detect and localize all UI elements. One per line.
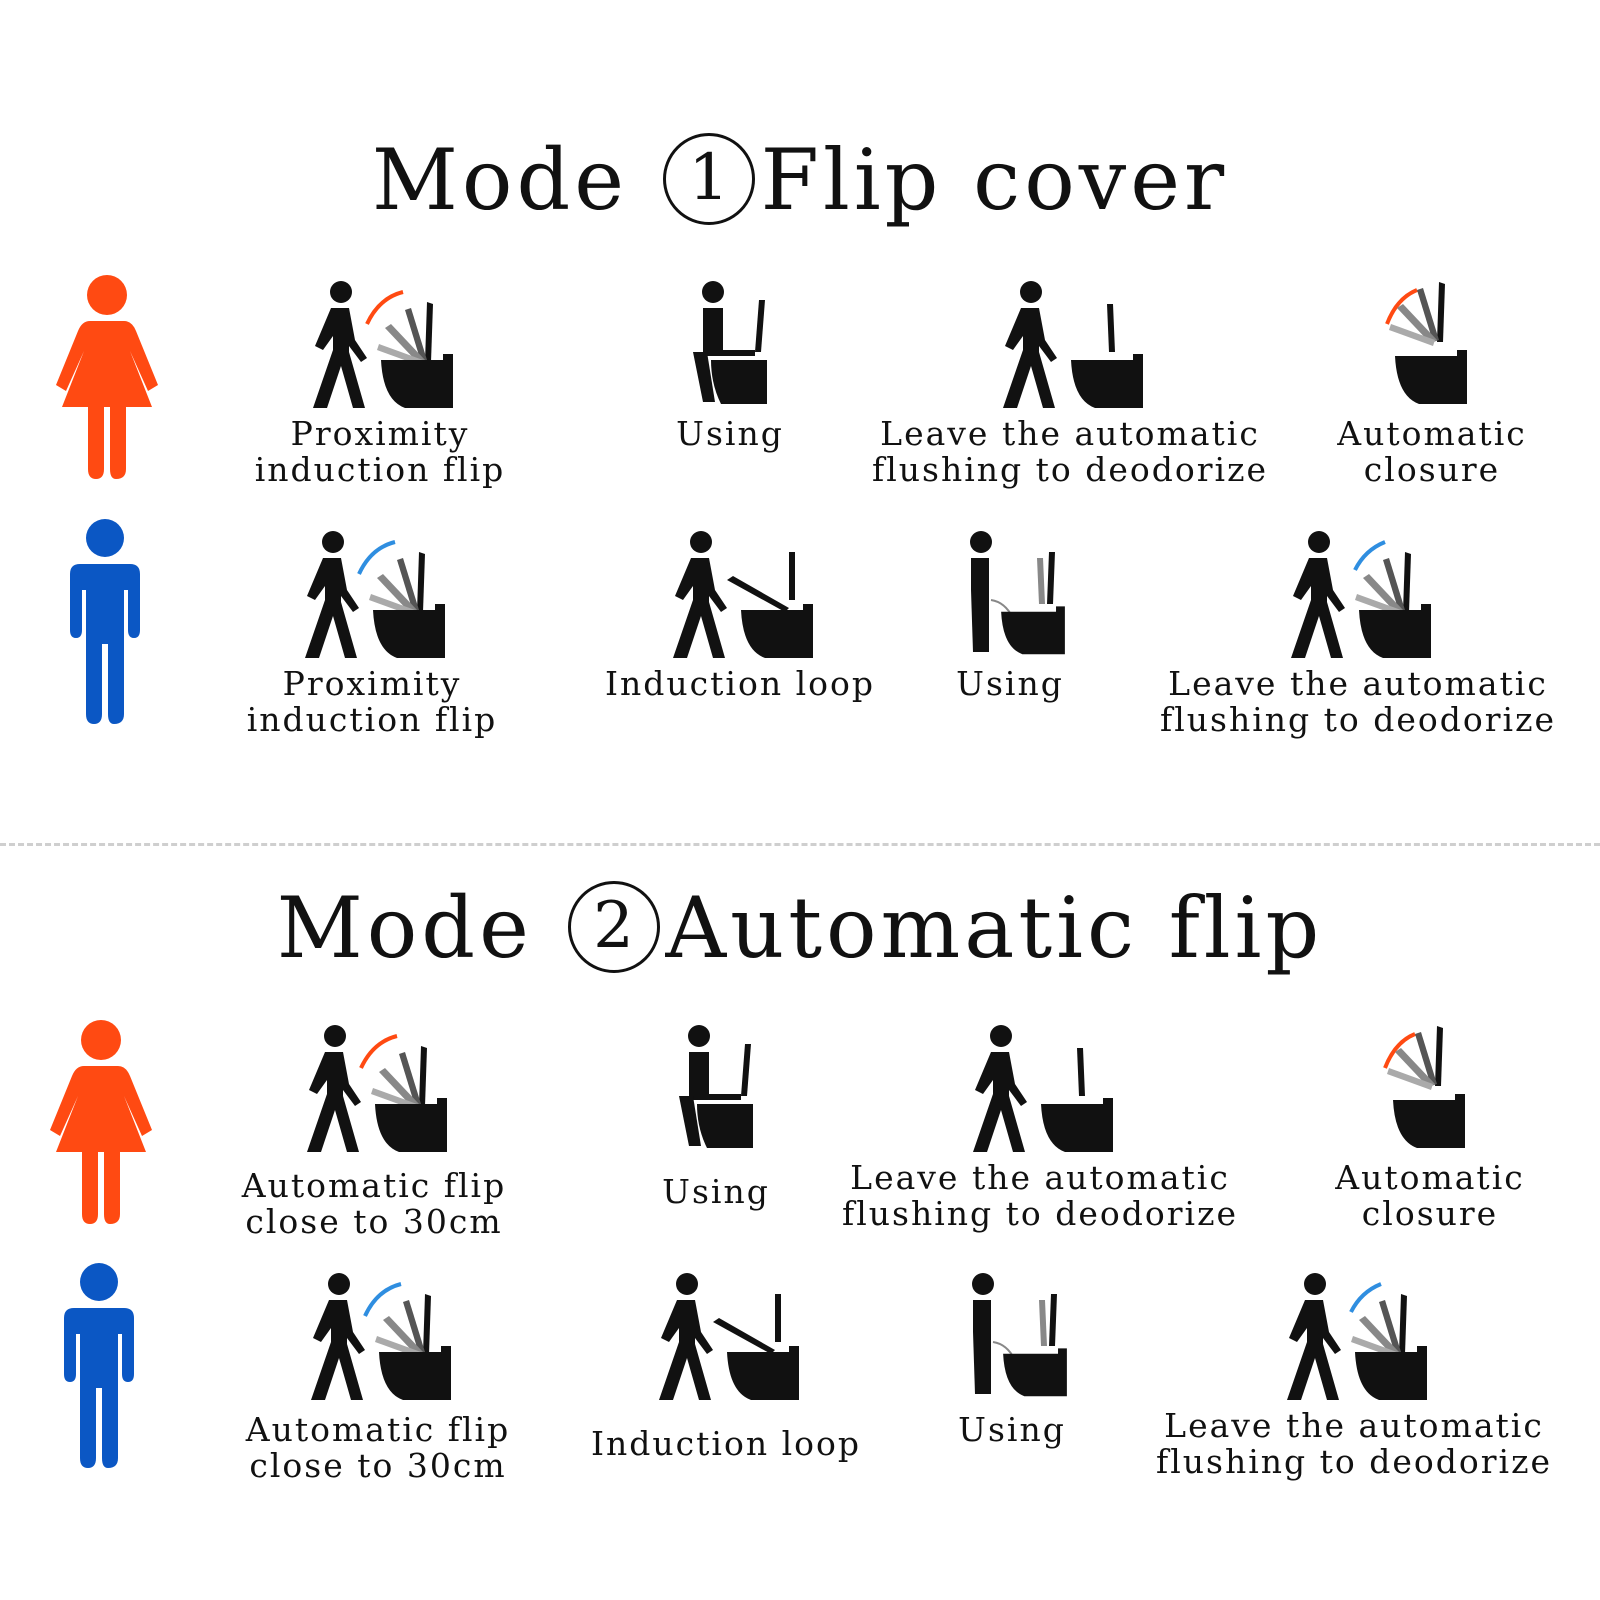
- step-caption: Leave the automatic flushing to deodoriz…: [871, 414, 1268, 489]
- male-person-icon: [64, 1263, 134, 1468]
- mode-2-name: Automatic flip: [665, 879, 1324, 977]
- mode-1-female-step-2: Using: [520, 280, 940, 452]
- step-caption: Automatic flip close to 30cm: [241, 1166, 507, 1241]
- mode-1-male-step-4: Leave the automatic flushing to deodoriz…: [1148, 530, 1568, 738]
- mode-1-female-step-3: Leave the automatic flushing to deodoriz…: [860, 280, 1280, 488]
- step-caption: Automatic closure: [1335, 1158, 1525, 1233]
- mode-2-male-step-3: Using: [802, 1272, 1222, 1448]
- lid-closing-icon: [1385, 282, 1467, 404]
- mode-1-male-step-1: Proximity induction flip: [162, 530, 582, 738]
- mode-2-number: 2: [567, 881, 660, 973]
- sitting-toilet-icon: [693, 281, 767, 404]
- mode-1-number: 1: [662, 133, 755, 225]
- mode-1-name: Flip cover: [760, 131, 1229, 229]
- step-caption: Induction loop: [605, 664, 875, 703]
- standing-toilet-icon: [972, 1273, 1067, 1397]
- step-caption: Leave the automatic flushing to deodoriz…: [1159, 664, 1556, 739]
- walk-away-toilet-icon: [973, 1025, 1113, 1152]
- step-caption: Induction loop: [591, 1424, 861, 1463]
- step-caption: Using: [676, 414, 784, 453]
- female-person-icon: [56, 275, 158, 479]
- mode-1-prefix: Mode: [371, 131, 628, 229]
- walk-flip-icon: [313, 281, 453, 408]
- mode-2-male-step-4: Leave the automatic flushing to deodoriz…: [1144, 1272, 1564, 1480]
- mode-1-female-step-1: Proximity induction flip: [170, 280, 590, 488]
- standing-toilet-icon: [970, 531, 1065, 655]
- step-caption: Using: [662, 1172, 770, 1211]
- male-person-icon: [70, 519, 140, 724]
- mode-2-male-step-2: Induction loop: [516, 1272, 936, 1462]
- mode-2-male-step-1: Automatic flip close to 30cm: [168, 1272, 588, 1484]
- walk-flip-icon: [311, 1273, 451, 1400]
- sitting-toilet-icon: [679, 1025, 753, 1148]
- walk-flip-icon: [307, 1025, 447, 1152]
- mode-2-prefix: Mode: [276, 879, 533, 977]
- walk-kick-seat-icon: [659, 1273, 799, 1400]
- female-person-icon: [50, 1020, 152, 1224]
- step-caption: Leave the automatic flushing to deodoriz…: [1155, 1406, 1552, 1481]
- mode-2-female-step-1: Automatic flip close to 30cm: [164, 1024, 584, 1240]
- mode-1-male-step-3: Using: [800, 530, 1220, 702]
- walk-away-flip-icon: [1287, 1273, 1427, 1400]
- step-caption: Proximity induction flip: [246, 664, 498, 739]
- walk-kick-seat-icon: [673, 531, 813, 658]
- walk-away-flip-icon: [1291, 531, 1431, 658]
- step-caption: Using: [958, 1410, 1066, 1449]
- mode-1-male-step-2: Induction loop: [530, 530, 950, 702]
- step-caption: Proximity induction flip: [254, 414, 506, 489]
- mode-2-female-step-3: Leave the automatic flushing to deodoriz…: [830, 1024, 1250, 1232]
- mode-2-female-step-2: Using: [506, 1024, 926, 1210]
- walk-flip-icon: [305, 531, 445, 658]
- lid-closing-icon: [1383, 1026, 1465, 1148]
- walk-away-toilet-icon: [1003, 281, 1143, 408]
- step-caption: Using: [956, 664, 1064, 703]
- section-divider: [0, 843, 1600, 846]
- step-caption: Leave the automatic flushing to deodoriz…: [841, 1158, 1238, 1233]
- mode-1-female-step-4: Automatic closure: [1222, 280, 1600, 488]
- mode-2-female-step-4: Automatic closure: [1220, 1024, 1600, 1232]
- step-caption: Automatic closure: [1337, 414, 1527, 489]
- step-caption: Automatic flip close to 30cm: [245, 1410, 511, 1485]
